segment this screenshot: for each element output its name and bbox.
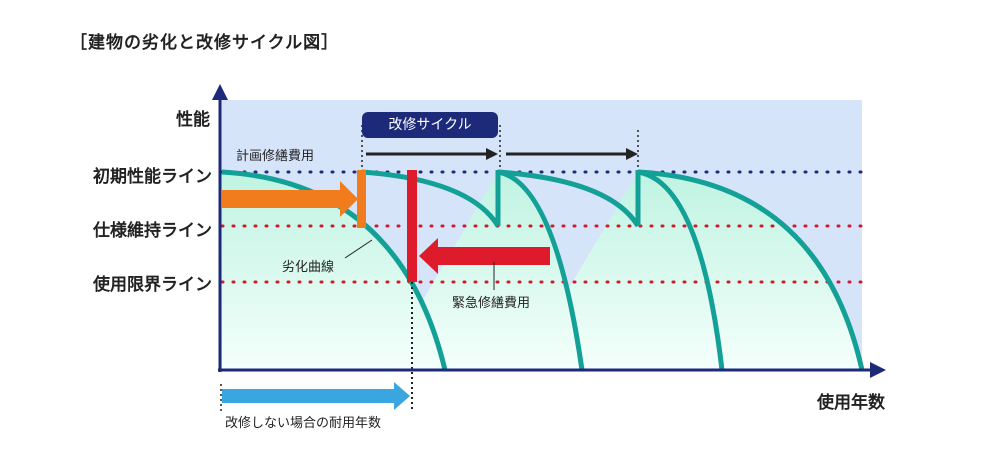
recovery-curve-3 — [497, 169, 641, 228]
deterioration-curve-2 — [497, 169, 585, 371]
life-arrow-head — [394, 382, 410, 410]
planned-repair-bar — [357, 170, 366, 228]
emergency-arrow-head — [419, 238, 438, 274]
planned-repair-arrow-head — [340, 181, 358, 217]
no-repair-life-label: 改修しない場合の耐用年数 — [225, 416, 382, 431]
deterioration-curve-1 — [221, 169, 448, 371]
deterioration-curve-4 — [637, 169, 865, 371]
cycle-arrow-1-head — [486, 148, 498, 160]
diagram-title: ［建物の劣化と改修サイクル図］ — [70, 33, 340, 53]
emergency-cost-label: 緊急修繕費用 — [452, 296, 531, 311]
curve-leader — [344, 239, 373, 259]
planned-cost-label: 計画修繕費用 — [236, 149, 315, 164]
maintain-level-label: 仕様維持ライン — [93, 221, 212, 241]
recovery-curve-2 — [361, 169, 501, 228]
deterioration-curve-3 — [637, 169, 725, 371]
x-axis-arrowhead — [870, 362, 886, 378]
emergency-arrow-body — [437, 247, 550, 265]
planned-repair-arrow-body — [222, 190, 342, 208]
y-axis-label: 性能 — [176, 110, 210, 130]
y-axis-arrowhead — [212, 84, 228, 100]
cycle-label: 改修サイクル — [362, 112, 498, 138]
cycle-arrow-2-head — [626, 148, 638, 160]
x-axis-label: 使用年数 — [817, 393, 885, 413]
initial-level-label: 初期性能ライン — [93, 167, 212, 187]
curve-label: 劣化曲線 — [282, 260, 335, 275]
curve-fill-1 — [222, 172, 445, 370]
life-arrow-body — [222, 389, 398, 403]
emergency-repair-bar — [407, 170, 417, 282]
limit-level-label: 使用限界ライン — [93, 275, 212, 295]
curve-fill-4 — [638, 172, 862, 370]
